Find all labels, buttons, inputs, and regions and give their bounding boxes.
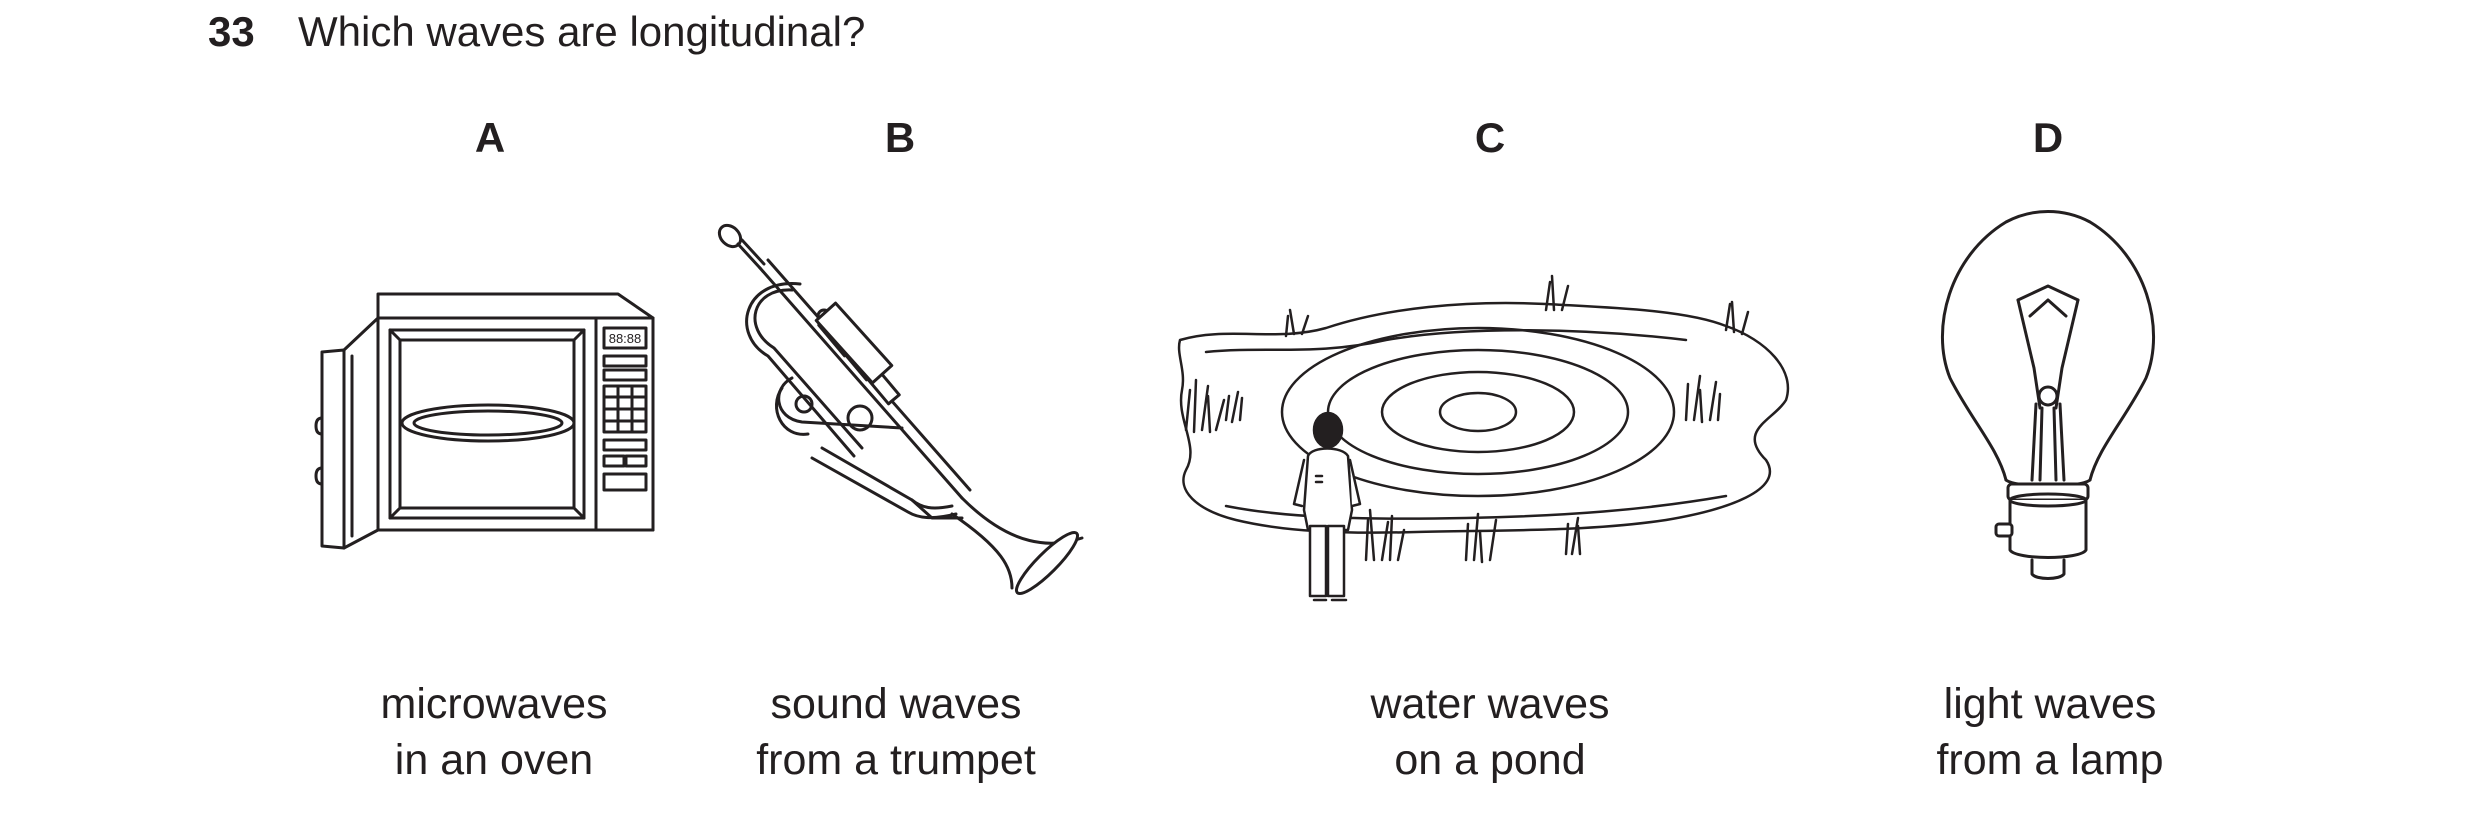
option-d-letter: D — [2032, 114, 2064, 161]
option-a-caption-line1: microwaves — [380, 680, 608, 728]
question-number: 33 — [208, 8, 255, 55]
option-c-letter: C — [1474, 114, 1506, 161]
trumpet-icon — [717, 223, 1084, 596]
microwave-oven-icon: 88:88 — [314, 292, 655, 550]
option-a-caption-line2: in an oven — [394, 736, 594, 784]
option-c-caption-line1: water waves — [1370, 680, 1610, 728]
option-a-letter: A — [474, 114, 506, 161]
option-c-caption: water waves on a pond — [1280, 676, 1700, 788]
option-d-caption: light waves from a lamp — [1840, 676, 2260, 788]
pond-ripples-icon — [1177, 274, 1790, 602]
option-c-caption-line2: on a pond — [1394, 736, 1586, 784]
option-d-caption-line2: from a lamp — [1936, 736, 2164, 784]
option-b-letter: B — [884, 114, 916, 161]
microwave-display: 88:88 — [609, 331, 642, 346]
option-b-caption-line1: sound waves — [770, 680, 1022, 728]
question-text: Which waves are longitudinal? — [298, 8, 866, 55]
option-d-caption-line1: light waves — [1943, 680, 2157, 728]
option-b-caption: sound waves from a trumpet — [686, 676, 1106, 788]
option-a-caption: microwaves in an oven — [284, 676, 704, 788]
light-bulb-icon — [1941, 210, 2155, 580]
option-b-caption-line2: from a trumpet — [756, 736, 1036, 784]
